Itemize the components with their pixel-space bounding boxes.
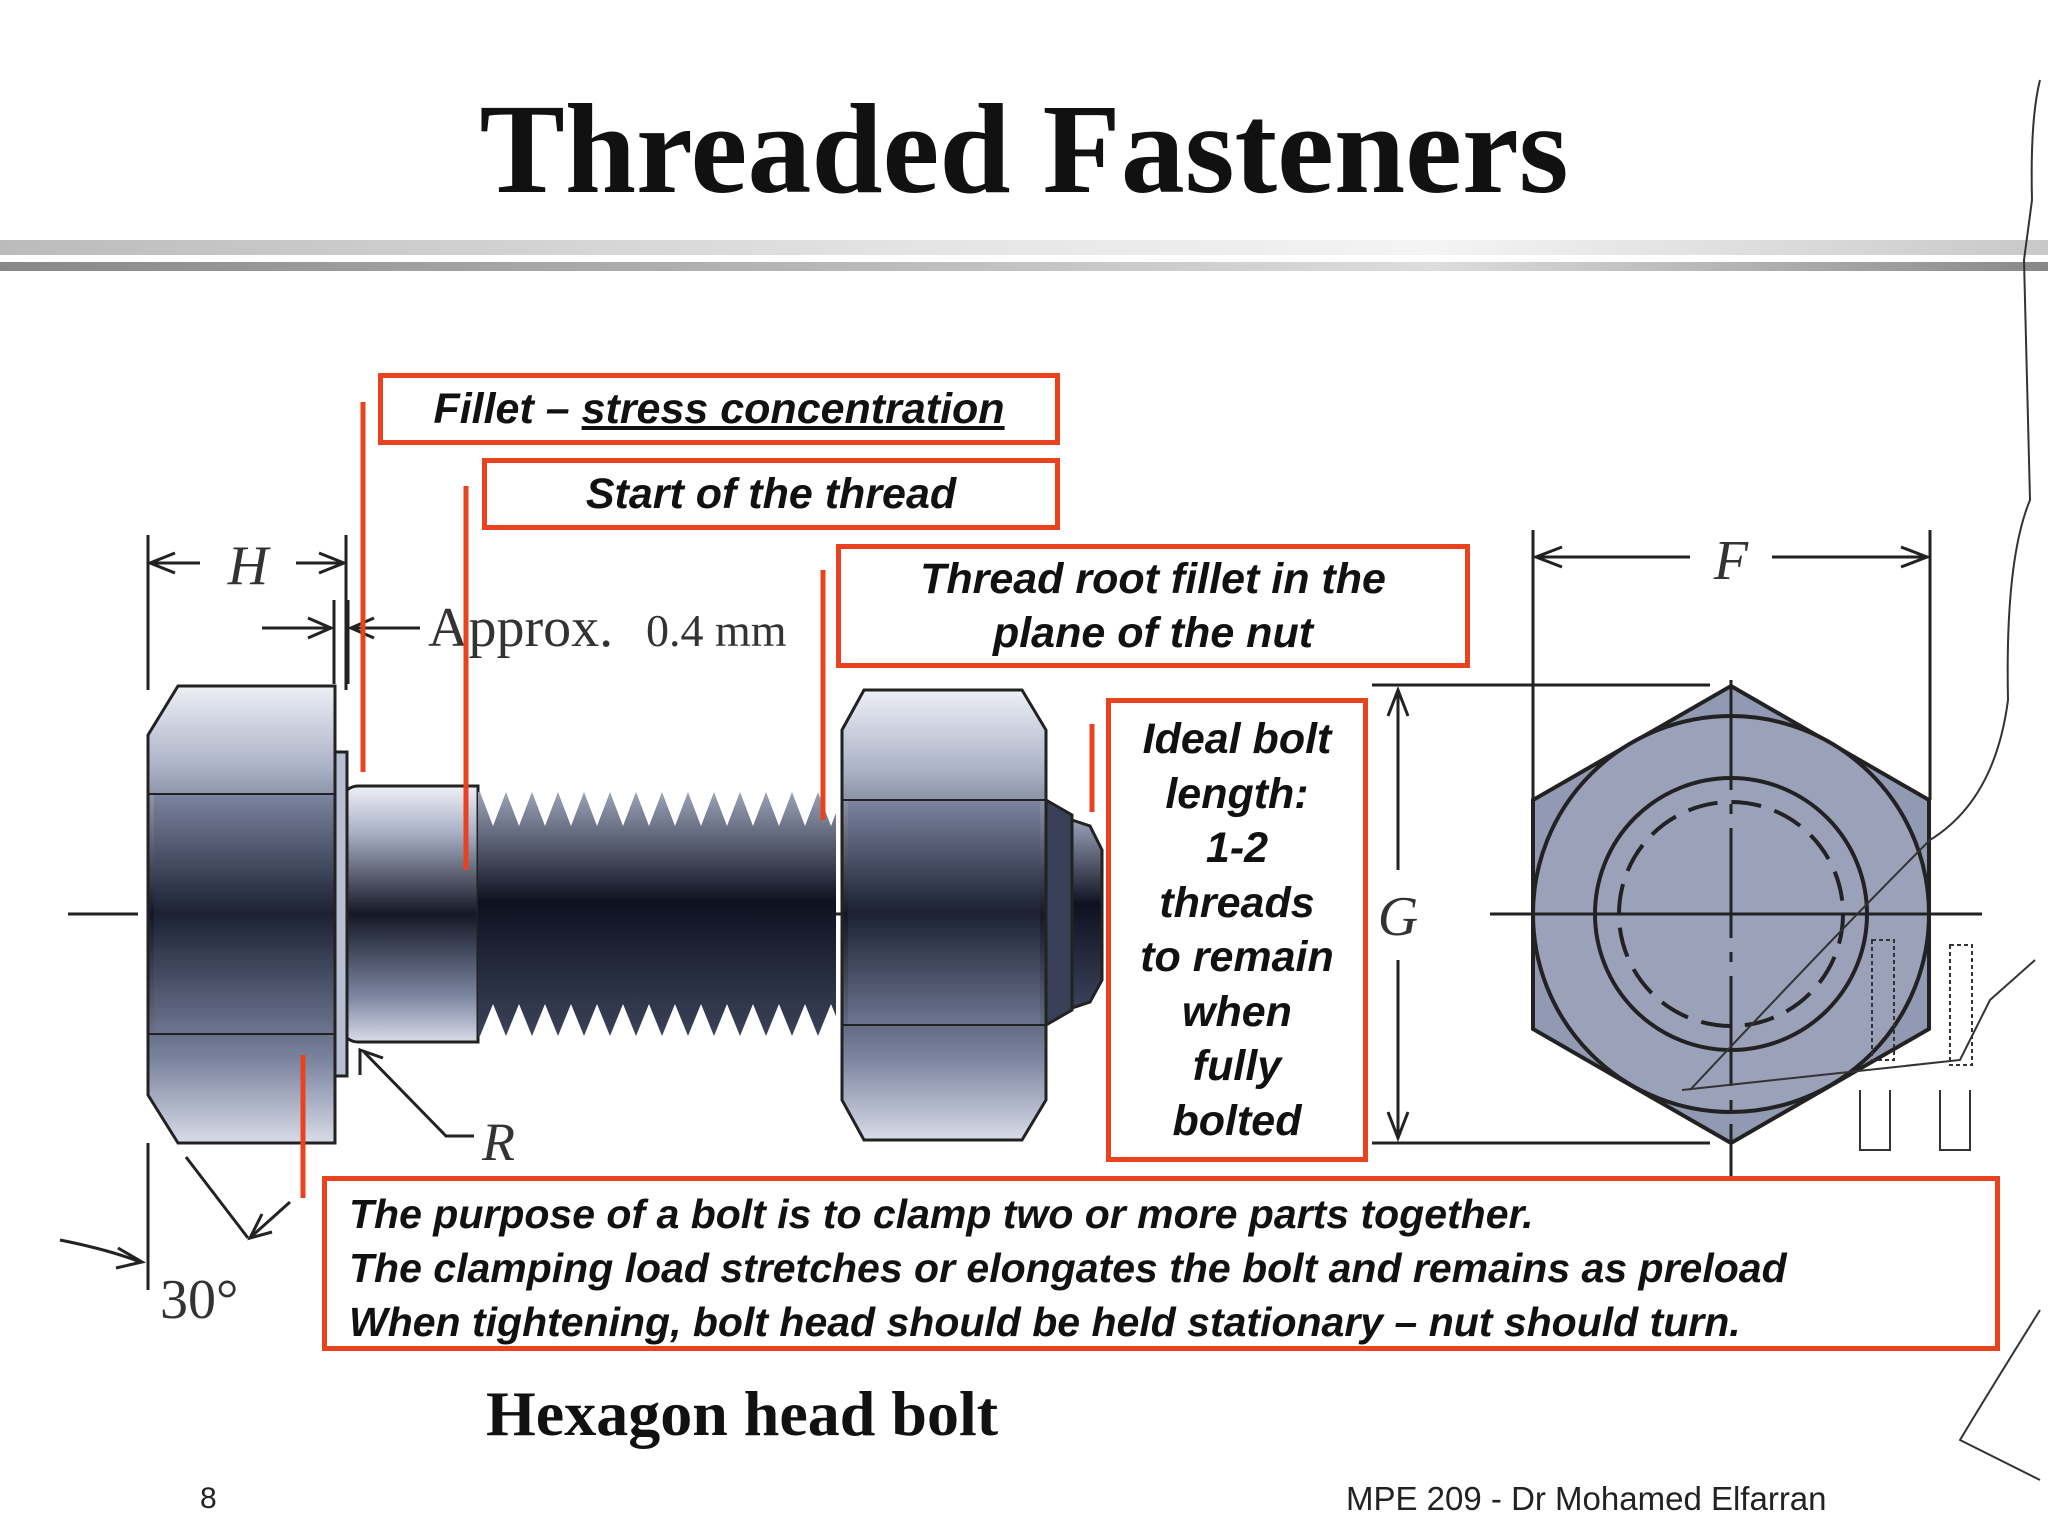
callout-purpose-line: The purpose of a bolt is to clamp two or…	[349, 1191, 1534, 1237]
page-number: 8	[200, 1482, 217, 1515]
callout-ideal-line: threads	[1159, 878, 1315, 927]
figure-caption: Hexagon head bolt	[486, 1378, 999, 1449]
dim-H-label: H	[227, 535, 271, 597]
dimension-F	[1531, 530, 1932, 800]
nut	[840, 688, 1104, 1142]
dim-G-label: G	[1378, 886, 1418, 948]
title-rule-bottom	[0, 262, 2048, 271]
callout-fillet: Fillet – stress concentration	[378, 373, 1060, 445]
callout-ideal-line: to remain	[1140, 933, 1334, 981]
hex-end-view	[1490, 680, 1982, 1190]
callout-thread-root-line: Thread root fillet in the	[920, 555, 1386, 603]
dimension-G	[1372, 683, 1710, 1145]
callout-leaders	[300, 402, 1095, 1198]
title-rule-top	[0, 240, 2048, 255]
background-sketch	[1681, 79, 2041, 1481]
callout-ideal-line: bolted	[1172, 1096, 1302, 1145]
dimension-R	[358, 1047, 474, 1138]
callout-ideal-line: Ideal bolt	[1142, 715, 1332, 763]
dim-R-label: R	[481, 1112, 515, 1172]
callout-fillet-underlined: stress concentration	[581, 384, 1005, 433]
dimension-approx	[262, 600, 420, 684]
dimension-H	[145, 535, 349, 690]
dim-approx-value: 0.4 mm	[646, 605, 787, 656]
page-title: Threaded Fasteners	[479, 78, 1569, 220]
callout-thread-root: Thread root fillet in the plane of the n…	[836, 544, 1470, 668]
dim-approx-label: Approx.	[428, 597, 613, 659]
callout-fillet-label: Fillet –	[433, 384, 582, 433]
callout-purpose-line: When tightening, bolt head should be hel…	[349, 1299, 1741, 1345]
angle-marker	[59, 1143, 292, 1290]
callout-purpose-line: The clamping load stretches or elongates…	[349, 1245, 1787, 1291]
bolt-thread	[478, 780, 844, 1048]
callout-purpose: The purpose of a bolt is to clamp two or…	[322, 1176, 2000, 1351]
callout-ideal-line: 1-2	[1205, 824, 1269, 872]
angle-label: 30°	[160, 1269, 238, 1331]
callout-thread-start: Start of the thread	[482, 458, 1060, 530]
callout-thread-root-line: plane of the nut	[992, 609, 1314, 657]
callout-ideal-line: length:	[1165, 769, 1309, 818]
bolt-shank	[345, 784, 480, 1044]
bolt-head	[146, 684, 349, 1145]
callout-ideal-length: Ideal bolt length: 1-2 threads to remain…	[1106, 698, 1368, 1162]
callout-ideal-line: fully	[1192, 1042, 1282, 1090]
callout-ideal-line: when	[1182, 987, 1292, 1036]
footer-text: MPE 209 - Dr Mohamed Elfarran	[1346, 1480, 1827, 1517]
dim-F-label: F	[1713, 530, 1749, 592]
